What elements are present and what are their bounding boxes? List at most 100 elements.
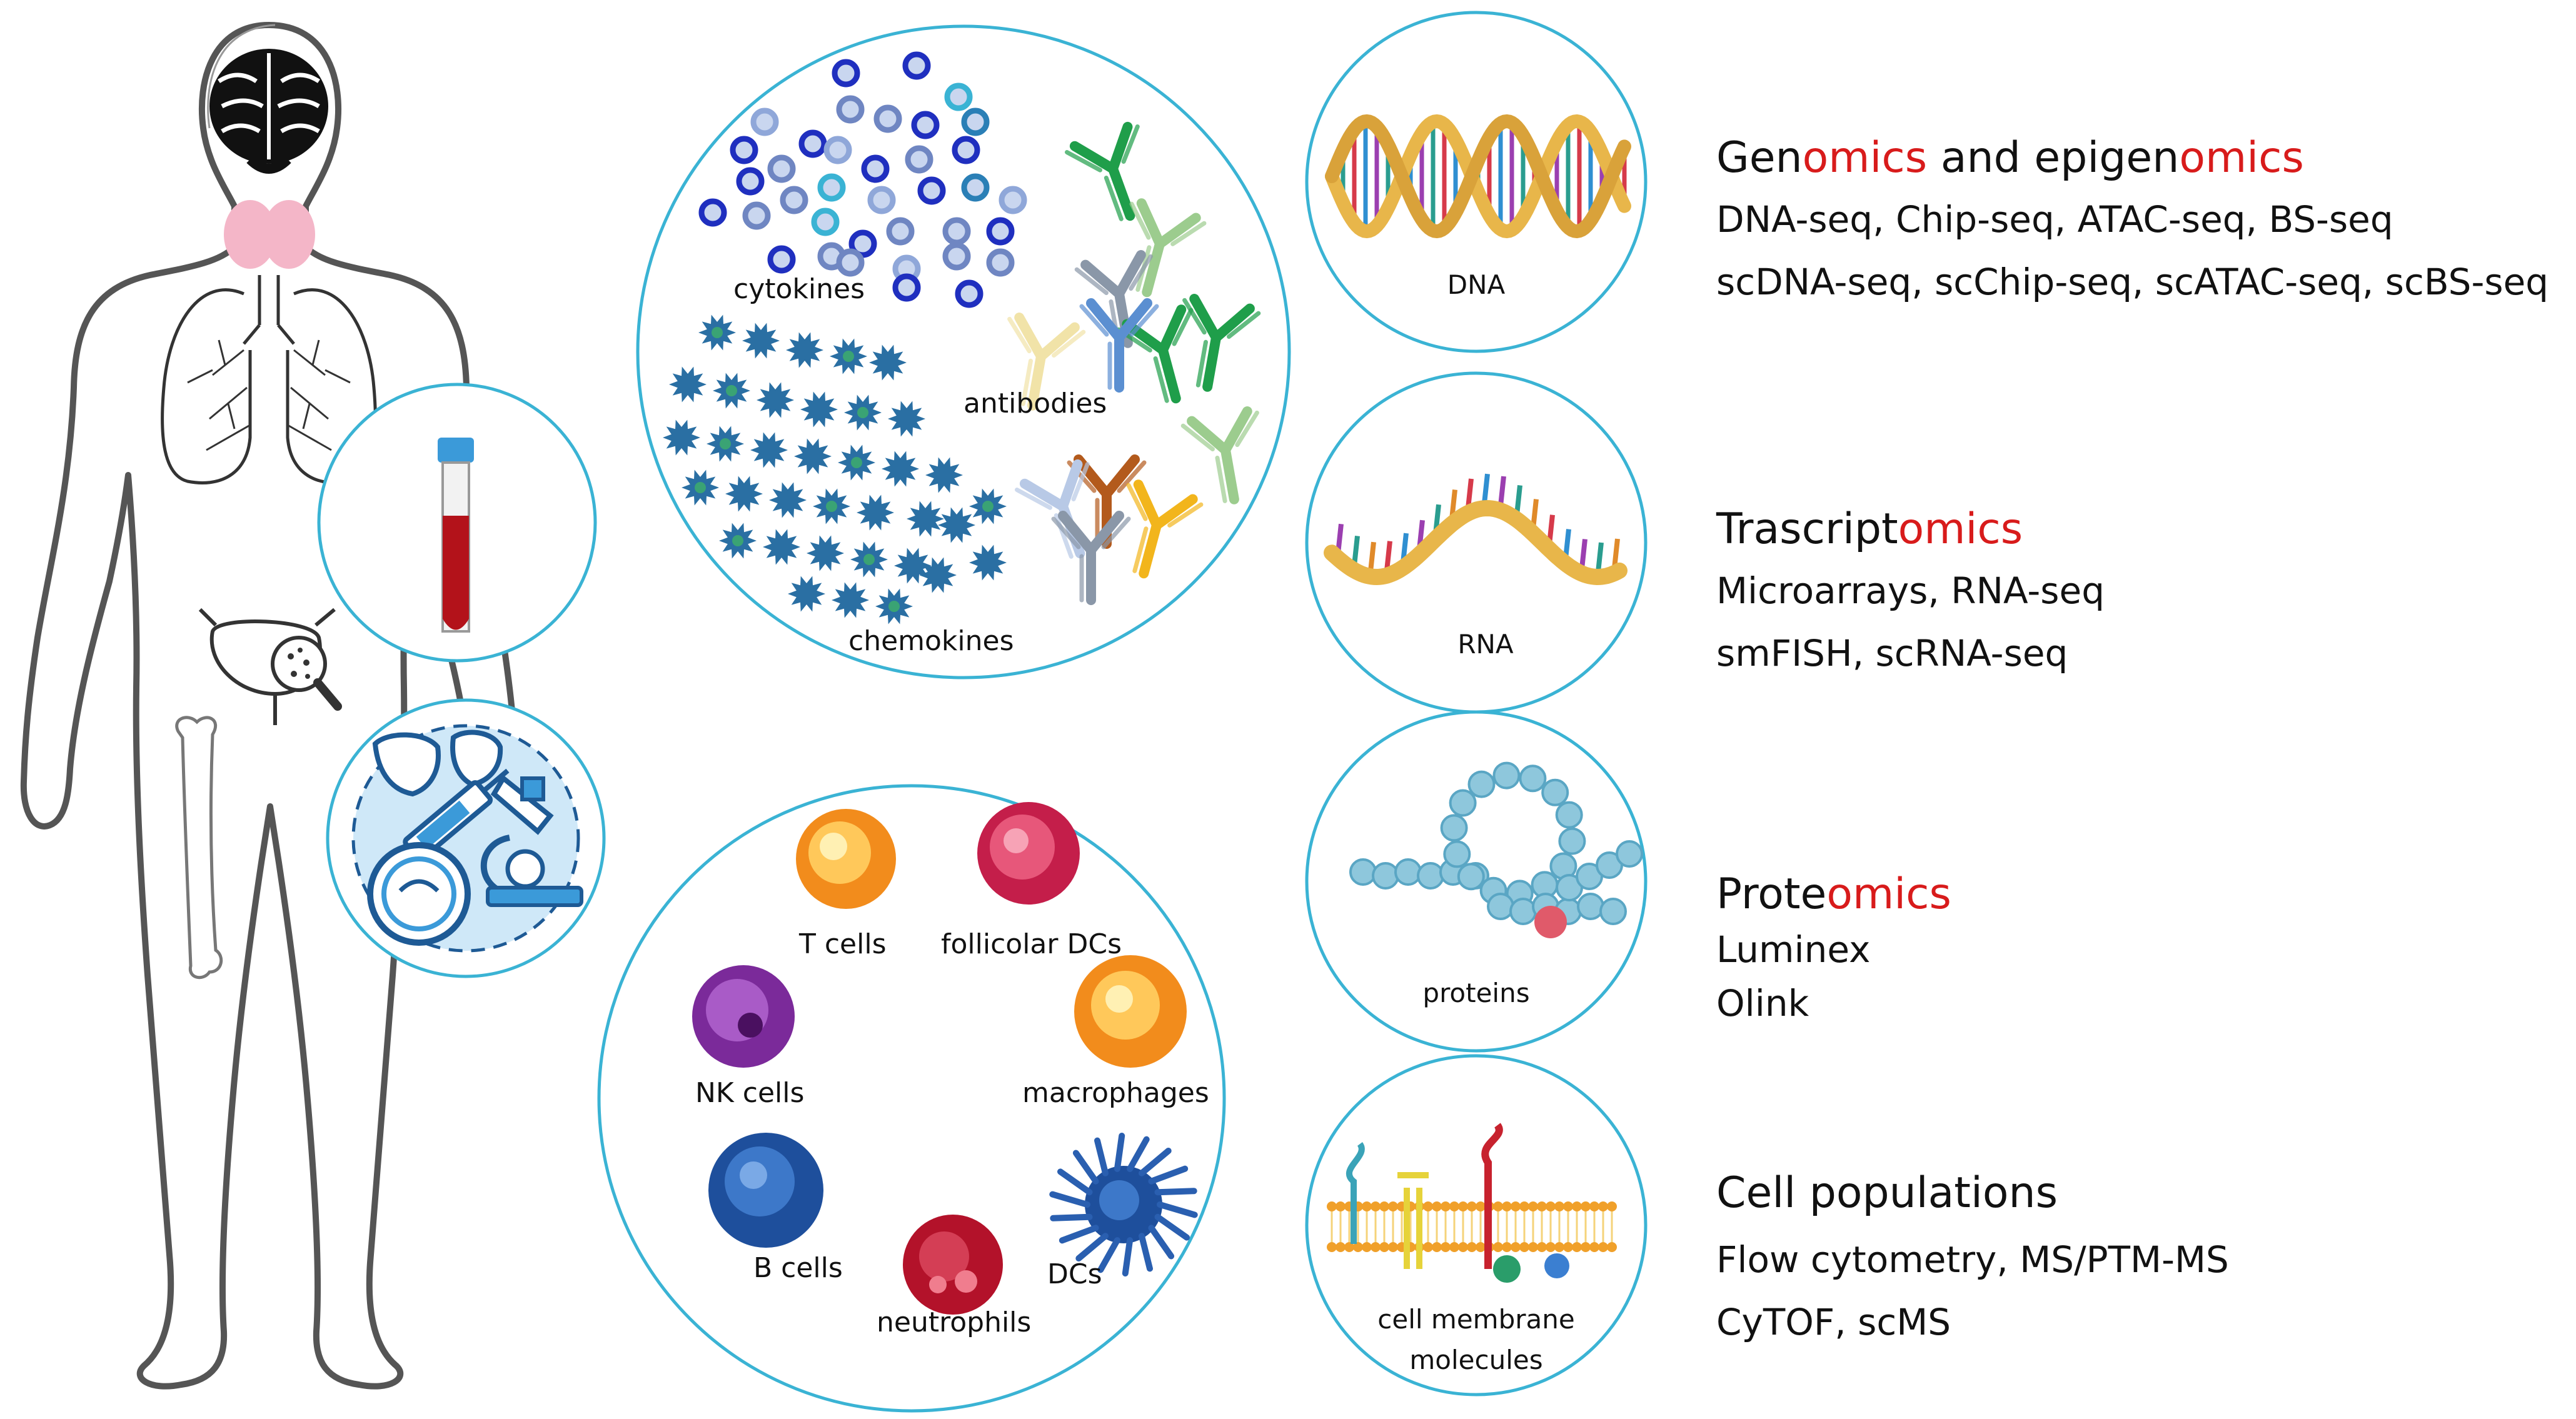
cytokine-dot (942, 217, 971, 246)
cell-populations-block: Cell populations Flow cytometry, MS/PTM-… (1716, 1168, 2229, 1340)
chemokine-shapes (663, 314, 1007, 624)
chemokine-core (695, 482, 706, 493)
lipid-head (1371, 1201, 1381, 1211)
lipid-head (1379, 1242, 1389, 1252)
cytokine-dot (986, 248, 1015, 277)
cell-membrane-icon (1327, 1123, 1617, 1283)
dc-dendrite (1127, 1136, 1150, 1172)
dc-dendrite (1072, 1150, 1099, 1185)
chemokine-shape (788, 576, 825, 612)
chemokine-shape (769, 482, 807, 518)
dna-icon (1325, 114, 1631, 239)
dc-dendrite (1075, 1233, 1109, 1261)
dc-dendrite (1059, 1225, 1099, 1244)
lipid-head (1336, 1201, 1346, 1211)
lipid-head (1537, 1201, 1547, 1211)
protein-chain-icon (1349, 761, 1643, 938)
rna-base (1514, 484, 1522, 515)
lipid-head (1458, 1242, 1468, 1252)
chemokine-shape (925, 457, 963, 493)
proteins-label: proteins (1422, 978, 1529, 1008)
macrophages-label: macrophages (1022, 1077, 1209, 1109)
membrane-protein (1481, 1123, 1503, 1269)
rna-base (1482, 473, 1490, 504)
chemokine-shape (919, 557, 957, 593)
cytokine-dot (780, 186, 808, 214)
title-part: Gen (1716, 133, 1803, 183)
membrane-circle (1305, 1054, 1648, 1396)
amino-acid-bead (1487, 893, 1514, 920)
cytokine-dot (911, 111, 940, 139)
chemokine-shape (907, 501, 944, 537)
amino-acid-bead (1467, 770, 1496, 798)
amino-acid-bead (1349, 858, 1377, 886)
cytokine-dot (798, 129, 827, 158)
chemokine-core (843, 351, 854, 362)
macrophage-icon (1074, 955, 1187, 1068)
chemokine-shape (969, 544, 1007, 581)
chemokine-core (826, 501, 837, 512)
transcriptomics-methods-bulk: Microarrays, RNA-seq (1716, 569, 2105, 612)
lipid-head (1528, 1201, 1538, 1211)
cytokine-dot (811, 208, 840, 236)
chemokine-shape (669, 366, 707, 403)
phosphate-bead (1534, 906, 1567, 938)
chemokine-shape (888, 401, 925, 437)
dna-backbone (1325, 114, 1631, 239)
lipid-head (1511, 1242, 1521, 1252)
dc-icon (1085, 1166, 1162, 1243)
rna-base (1352, 535, 1360, 566)
lipid-head (1511, 1201, 1521, 1211)
chemokine-shape (857, 494, 894, 531)
lipid-head (1344, 1242, 1354, 1252)
chemokine-shape (725, 476, 763, 512)
thyroid-icon (224, 200, 315, 269)
lipid-head (1607, 1201, 1617, 1211)
lipid-head (1467, 1201, 1477, 1211)
chemokine-core (720, 438, 731, 449)
cytokine-dot (698, 198, 727, 227)
antibody-shape (1129, 198, 1207, 298)
antibody-shape (1065, 121, 1140, 221)
lipid-head (1563, 1201, 1573, 1211)
lipid-head (1371, 1242, 1381, 1252)
chemokine-core (888, 601, 900, 612)
lipid-head (1379, 1201, 1389, 1211)
lipid-head (1476, 1242, 1486, 1252)
lipid-head (1537, 1242, 1547, 1252)
lipid-head (1432, 1201, 1442, 1211)
amino-acid-bead (1394, 858, 1422, 886)
proteomics-method-1: Luminex (1716, 928, 1871, 971)
dc-dendrite (1094, 1137, 1109, 1176)
lipid-head (1572, 1242, 1582, 1252)
lipid-head (1589, 1242, 1599, 1252)
title-highlight: omics (2179, 133, 2304, 183)
lipid-head (1581, 1201, 1591, 1211)
lipid-head (1432, 1242, 1442, 1252)
amino-acid-bead (1443, 840, 1471, 868)
lipid-head (1589, 1201, 1599, 1211)
dc-dendrites (1049, 1133, 1198, 1276)
dc-dendrite (1139, 1233, 1153, 1272)
lipid-head (1554, 1242, 1564, 1252)
membrane-protein (1397, 1172, 1429, 1269)
transcriptomics-methods-single-cell: smFISH, scRNA-seq (1716, 631, 2068, 674)
lipid-head (1546, 1242, 1556, 1252)
rna-base (1466, 478, 1474, 509)
cytokine-dot (886, 217, 915, 246)
follicular-dcs-label: follicolar DCs (941, 928, 1122, 960)
dc-dendrite (1148, 1225, 1175, 1260)
neutrophil-icon (903, 1215, 1003, 1315)
cytokine-dot (961, 108, 990, 136)
dna-backbone (1325, 114, 1631, 239)
follicular-dc-icon (977, 802, 1080, 905)
amino-acid-bead (1440, 814, 1468, 842)
amino-acid-bead (1555, 801, 1583, 829)
cytokine-dot (836, 248, 865, 277)
title-highlight: omics (1898, 504, 2023, 554)
cytokine-dot (736, 167, 765, 196)
membrane-protein (1544, 1253, 1569, 1278)
chemokine-shape (663, 419, 700, 456)
amino-acid-bead (1449, 789, 1477, 817)
lipid-head (1388, 1242, 1398, 1252)
